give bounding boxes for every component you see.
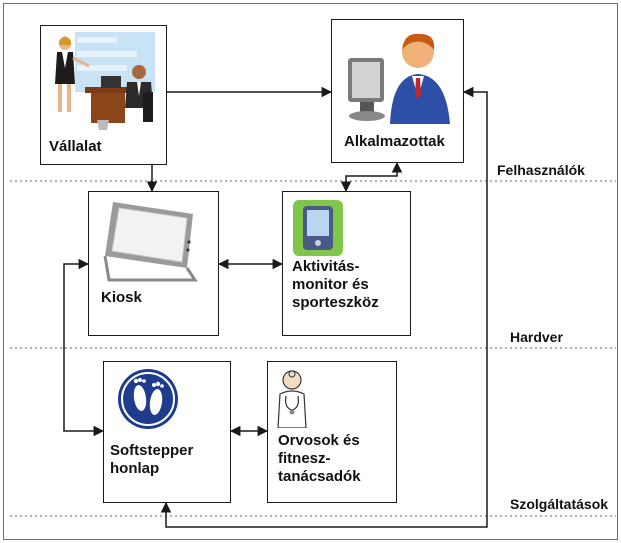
footprints-logo-icon bbox=[118, 369, 178, 429]
office-meeting-icon bbox=[55, 32, 155, 130]
node-kiosk: Kiosk bbox=[88, 191, 219, 336]
arrow-website-employees bbox=[160, 86, 488, 528]
node-employees: Alkalmazottak bbox=[331, 19, 464, 163]
section-label-services: Szolgáltatások bbox=[510, 496, 609, 512]
node-website: Softstepper honlap bbox=[103, 361, 231, 503]
section-label-hardware: Hardver bbox=[510, 329, 563, 345]
section-label-users: Felhasználók bbox=[497, 162, 585, 178]
node-activity: Aktivitás- monitor és sporteszköz bbox=[282, 191, 411, 336]
doctor-icon bbox=[277, 370, 307, 428]
node-website-label: Softstepper honlap bbox=[110, 442, 194, 477]
node-company-label: Vállalat bbox=[49, 138, 102, 155]
arrow-kiosk-website bbox=[63, 258, 105, 437]
arrow-employees-activity bbox=[340, 161, 403, 193]
node-employees-label: Alkalmazottak bbox=[344, 133, 445, 150]
node-doctors-label: Orvosok és fitnesz- tanácsadók bbox=[278, 432, 361, 485]
node-doctors: Orvosok és fitnesz- tanácsadók bbox=[267, 361, 397, 503]
node-kiosk-label: Kiosk bbox=[101, 289, 142, 306]
node-activity-label: Aktivitás- monitor és sporteszköz bbox=[292, 258, 379, 311]
kiosk-tablet-icon bbox=[103, 202, 198, 282]
user-at-computer-icon bbox=[348, 33, 450, 124]
pda-device-icon bbox=[293, 200, 343, 256]
node-company: Vállalat bbox=[40, 25, 167, 165]
